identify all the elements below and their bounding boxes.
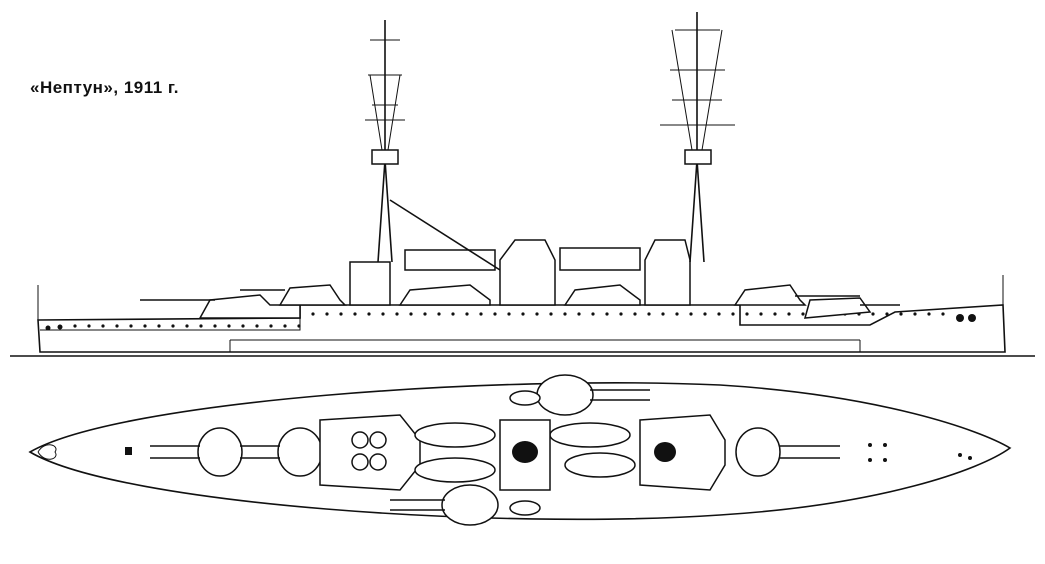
porthole — [479, 312, 483, 316]
porthole — [115, 324, 119, 328]
porthole — [619, 312, 623, 316]
turrets — [197, 374, 781, 526]
porthole — [507, 312, 511, 316]
funnel-aft — [644, 239, 691, 306]
porthole — [927, 312, 931, 316]
porthole — [451, 312, 455, 316]
mainmast — [660, 12, 735, 263]
porthole — [255, 324, 259, 328]
porthole — [339, 312, 343, 316]
porthole — [199, 324, 203, 328]
porthole — [213, 324, 217, 328]
porthole — [395, 312, 399, 316]
porthole — [633, 312, 637, 316]
funnel-aft-top — [654, 442, 676, 462]
foremast — [365, 20, 501, 271]
porthole — [297, 324, 301, 328]
porthole — [605, 312, 609, 316]
porthole — [731, 312, 735, 316]
porthole — [227, 324, 231, 328]
porthole — [661, 312, 665, 316]
porthole — [157, 324, 161, 328]
porthole — [535, 312, 539, 316]
porthole — [801, 312, 805, 316]
drawing-caption: «Нептун», 1911 г. — [30, 78, 180, 97]
funnel-fore — [499, 239, 556, 306]
porthole — [521, 312, 525, 316]
turret-x — [733, 284, 807, 306]
porthole — [773, 312, 777, 316]
porthole — [101, 324, 105, 328]
porthole — [185, 324, 189, 328]
porthole — [367, 312, 371, 316]
porthole — [563, 312, 567, 316]
porthole — [129, 324, 133, 328]
porthole — [409, 312, 413, 316]
side-profile — [10, 12, 1035, 357]
porthole — [493, 312, 497, 316]
deck-outline — [28, 382, 1012, 521]
funnel-fore-top — [512, 441, 538, 463]
porthole — [941, 312, 945, 316]
porthole — [143, 324, 147, 328]
porthole — [899, 312, 903, 316]
porthole — [913, 312, 917, 316]
porthole — [577, 312, 581, 316]
porthole — [787, 312, 791, 316]
turret-b — [278, 284, 347, 306]
porthole — [465, 312, 469, 316]
porthole — [283, 324, 287, 328]
porthole — [381, 312, 385, 316]
plan-view — [28, 374, 1012, 526]
porthole — [353, 312, 357, 316]
porthole — [885, 312, 889, 316]
turret-wing — [398, 284, 491, 306]
porthole — [759, 312, 763, 316]
porthole — [745, 312, 749, 316]
porthole — [269, 324, 273, 328]
porthole — [647, 312, 651, 316]
porthole — [675, 312, 679, 316]
porthole — [241, 324, 245, 328]
porthole — [87, 324, 91, 328]
porthole — [171, 324, 175, 328]
porthole — [423, 312, 427, 316]
porthole — [689, 312, 693, 316]
turret-y — [803, 297, 872, 319]
porthole — [871, 312, 875, 316]
porthole — [325, 312, 329, 316]
porthole — [73, 324, 77, 328]
porthole — [311, 312, 315, 316]
porthole — [703, 312, 707, 316]
porthole — [437, 312, 441, 316]
porthole — [549, 312, 553, 316]
porthole — [717, 312, 721, 316]
porthole — [591, 312, 595, 316]
